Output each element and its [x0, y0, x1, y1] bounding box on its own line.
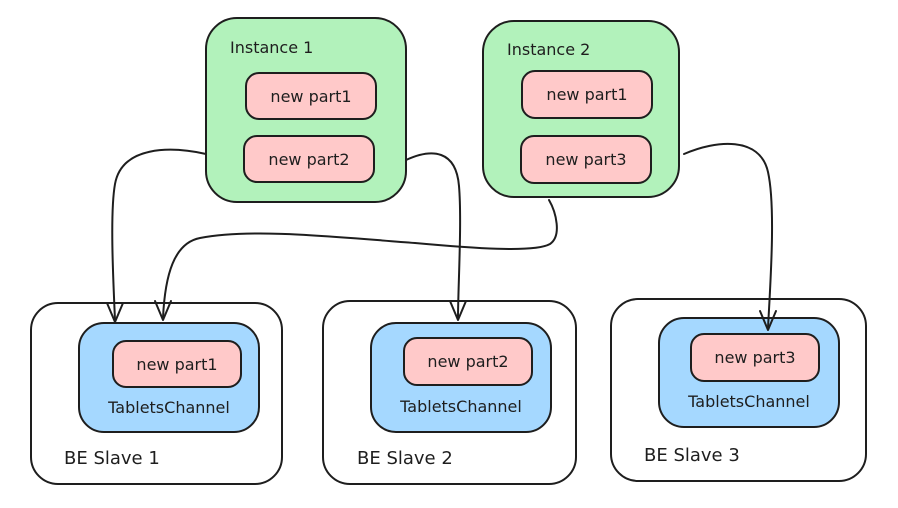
be-slave-3-part: new part3	[690, 333, 820, 382]
be-slave-3-label: BE Slave 3	[644, 445, 740, 466]
arrow-instance1-to-slave2	[405, 152, 467, 321]
be-slave-2-part: new part2	[403, 337, 533, 386]
be-slave-1-part: new part1	[112, 340, 242, 388]
instance-2-part-2: new part3	[520, 135, 652, 184]
instance-1-part-1: new part1	[245, 72, 377, 120]
instance-1-part-2: new part2	[243, 135, 375, 183]
be-slave-3-channel-label: TabletsChannel	[688, 392, 810, 411]
be-slave-2-label: BE Slave 2	[357, 448, 453, 469]
be-slave-1-channel-label: TabletsChannel	[108, 398, 230, 417]
instance-2-label: Instance 2	[507, 40, 591, 59]
instance-1-label: Instance 1	[230, 38, 314, 57]
be-slave-2-channel-label: TabletsChannel	[400, 397, 522, 416]
arrow-instance1-to-slave1	[106, 148, 207, 323]
be-slave-1-label: BE Slave 1	[64, 448, 160, 469]
instance-2-part-1: new part1	[521, 70, 653, 119]
